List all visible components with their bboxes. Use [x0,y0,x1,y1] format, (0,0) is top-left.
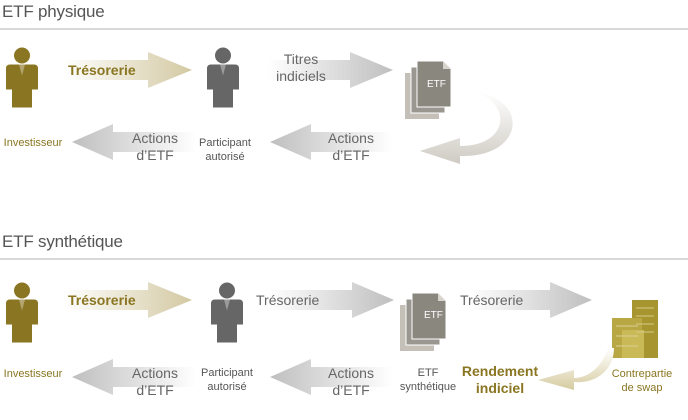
physique-actions-arrow-right-section-icon [270,124,392,160]
synthetique-flow-actions-1: Actions d’ETF [132,365,178,398]
synthetique-flow-tresorerie-1: Trésorerie [68,292,136,308]
physique-investor-person-icon [6,47,38,108]
physique-participant-person-icon [207,47,239,108]
synthetique-etf-document-icon [400,292,447,352]
physique-curved-arrow-icon [420,92,513,164]
physique-flow-actions-2: Actions d’ETF [328,130,374,163]
synthetique-rendement-curved-arrow-icon [538,348,614,390]
physique-etf-document-icon [405,60,452,120]
section-title-synthetique: ETF synthétique [2,232,123,251]
synthetique-tresorerie-arrow-2-icon [270,282,394,318]
physique-actions-arrow-left-icon [72,124,196,160]
section-title-physique: ETF physique [2,2,105,21]
synthetique-flow-rendement: Rendement indiciel [461,363,539,396]
physique-flow-titres: Titres indiciels [276,51,326,84]
synthetique-flow-tresorerie-2: Trésorerie [256,292,320,308]
synthetique-etf-caption: ETF synthétique [399,367,457,393]
physique-flow-tresorerie: Trésorerie [68,62,136,78]
synthetique-investor-label: Investisseur [3,368,63,380]
physique-investor-label: Investisseur [3,137,63,149]
section-divider [0,258,688,260]
synthetique-actions-arrow-1-icon [72,359,196,395]
physique-etf-doc-label: ETF [427,79,446,90]
physique-titres-arrow-icon [268,52,393,88]
swap-counterparty-building-icon [612,300,658,358]
synthetique-flow-actions-2: Actions d’ETF [328,365,374,398]
synthetique-participant-label: Participant autorisé [201,367,253,393]
section-divider [0,28,688,30]
synthetique-participant-person-icon [211,282,243,343]
physique-tresorerie-arrow-icon [64,52,192,88]
synthetique-flow-tresorerie-3: Trésorerie [460,292,524,308]
synthetique-tresorerie-arrow-1-icon [64,282,192,318]
synthetique-tresorerie-arrow-3-icon [470,282,592,318]
synthetique-investor-person-icon [6,282,38,343]
synthetique-etf-doc-label: ETF [424,310,443,321]
physique-participant-label: Participant autorisé [199,137,251,163]
synthetique-actions-arrow-2-icon [270,359,392,395]
swap-counterparty-label: Contrepartie de swap [611,368,673,394]
physique-flow-actions-1: Actions d’ETF [132,130,178,163]
